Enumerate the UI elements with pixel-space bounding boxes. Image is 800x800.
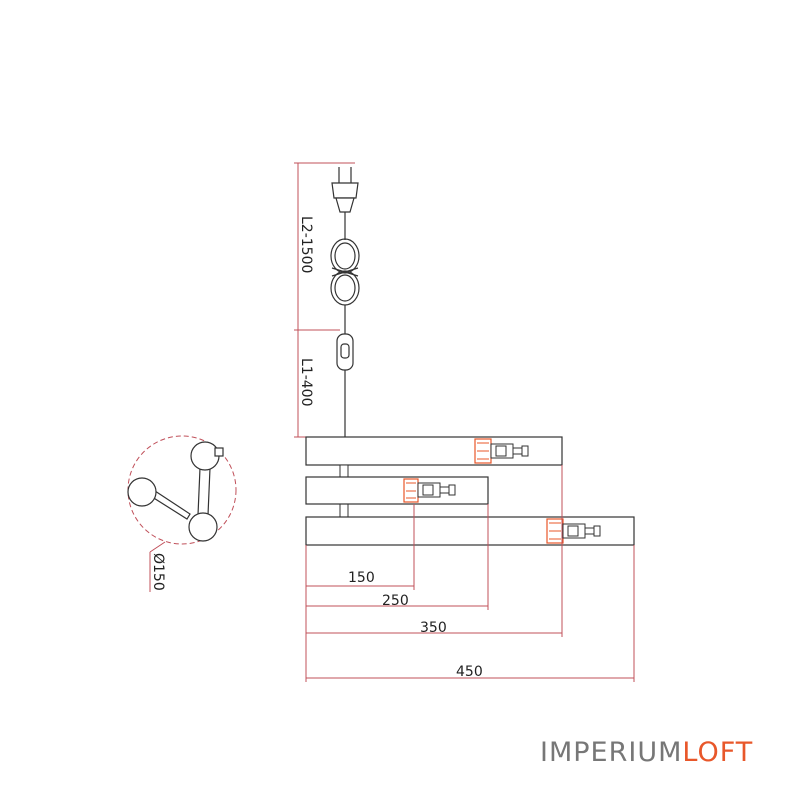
- lamp-arm-3: [305, 516, 635, 546]
- logo-imperium: IMPERIUM: [540, 737, 682, 768]
- plug-icon: [331, 167, 359, 240]
- cord-l2-label: L2-1500: [298, 216, 314, 273]
- halogen-bulb-icon: [562, 523, 601, 539]
- arm-2-dimension-label: 250: [382, 593, 409, 609]
- coiled-cord-icon: [330, 238, 360, 334]
- halogen-bulb-icon: [417, 482, 456, 498]
- overall-dimension-label: 450: [456, 664, 483, 680]
- top-view: [127, 435, 237, 592]
- arm-dimension-lines: [305, 465, 635, 682]
- svg-text:IMPERIUMLOFT: IMPERIUMLOFT: [540, 737, 753, 768]
- lamp-arm-2: [305, 476, 489, 505]
- arm-3-dimension-label: 350: [420, 620, 447, 636]
- diameter-label: Ø150: [150, 553, 166, 591]
- lamp-arm-1: [305, 436, 563, 466]
- brand-logo: IMPERIUMLOFT: [540, 737, 753, 768]
- logo-loft: LOFT: [682, 737, 753, 768]
- inline-switch-icon: [336, 333, 354, 437]
- cord-l1-label: L1-400: [298, 358, 314, 406]
- halogen-bulb-icon: [490, 443, 529, 459]
- arm-1-dimension-label: 150: [348, 570, 375, 586]
- cord-dimension-lines: [294, 162, 355, 438]
